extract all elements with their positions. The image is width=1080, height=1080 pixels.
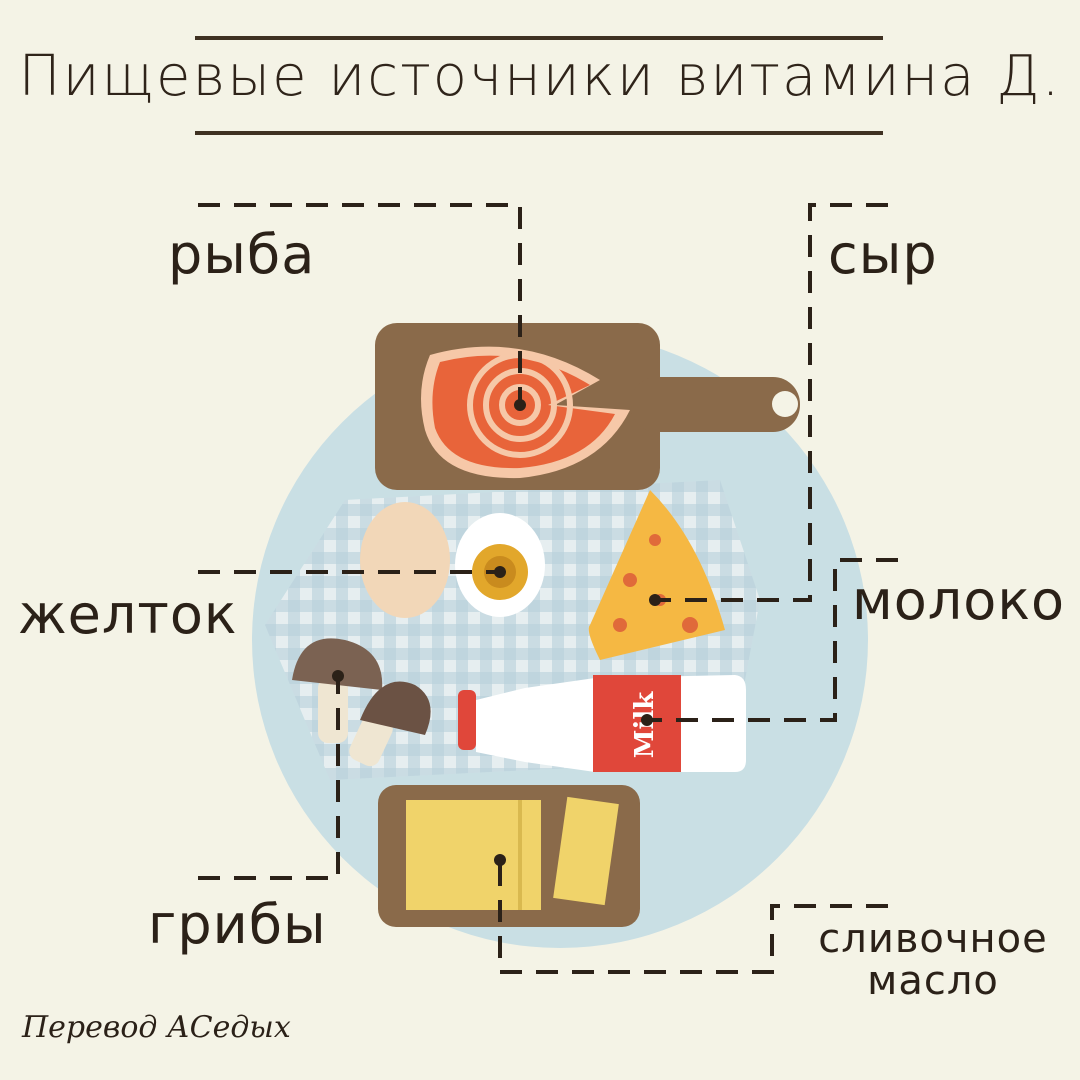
label-butter-line2: масло [867,958,999,1004]
page-title: Пищевые источники витамина Д. [18,44,1062,109]
butter-icon [553,796,619,906]
label-fish: рыба [168,223,316,286]
boiled-egg-icon [455,513,545,617]
leader-lines [198,203,898,974]
mushroom-leader [198,676,340,880]
translator-signature: Перевод АСедых [22,1010,291,1045]
salmon-board [375,323,800,490]
label-butter: сливочное масло [800,918,1066,1002]
milk-bottle-icon: Milk [458,675,746,772]
butter-leader [498,860,888,974]
butter-board [378,785,640,927]
egg-icon [360,502,450,618]
label-yolk: желток [18,583,238,646]
label-butter-line1: сливочное [818,916,1048,962]
label-milk: молоко [852,569,1065,632]
leader-dots [332,399,661,866]
title-rule-bottom [195,131,883,135]
title-rule-top [195,36,883,40]
cheese-wedge-icon [588,490,725,660]
label-mushrooms: грибы [148,893,327,956]
label-cheese: сыр [828,223,938,286]
cheese-leader [655,203,888,602]
mushroom-icon [292,638,431,767]
